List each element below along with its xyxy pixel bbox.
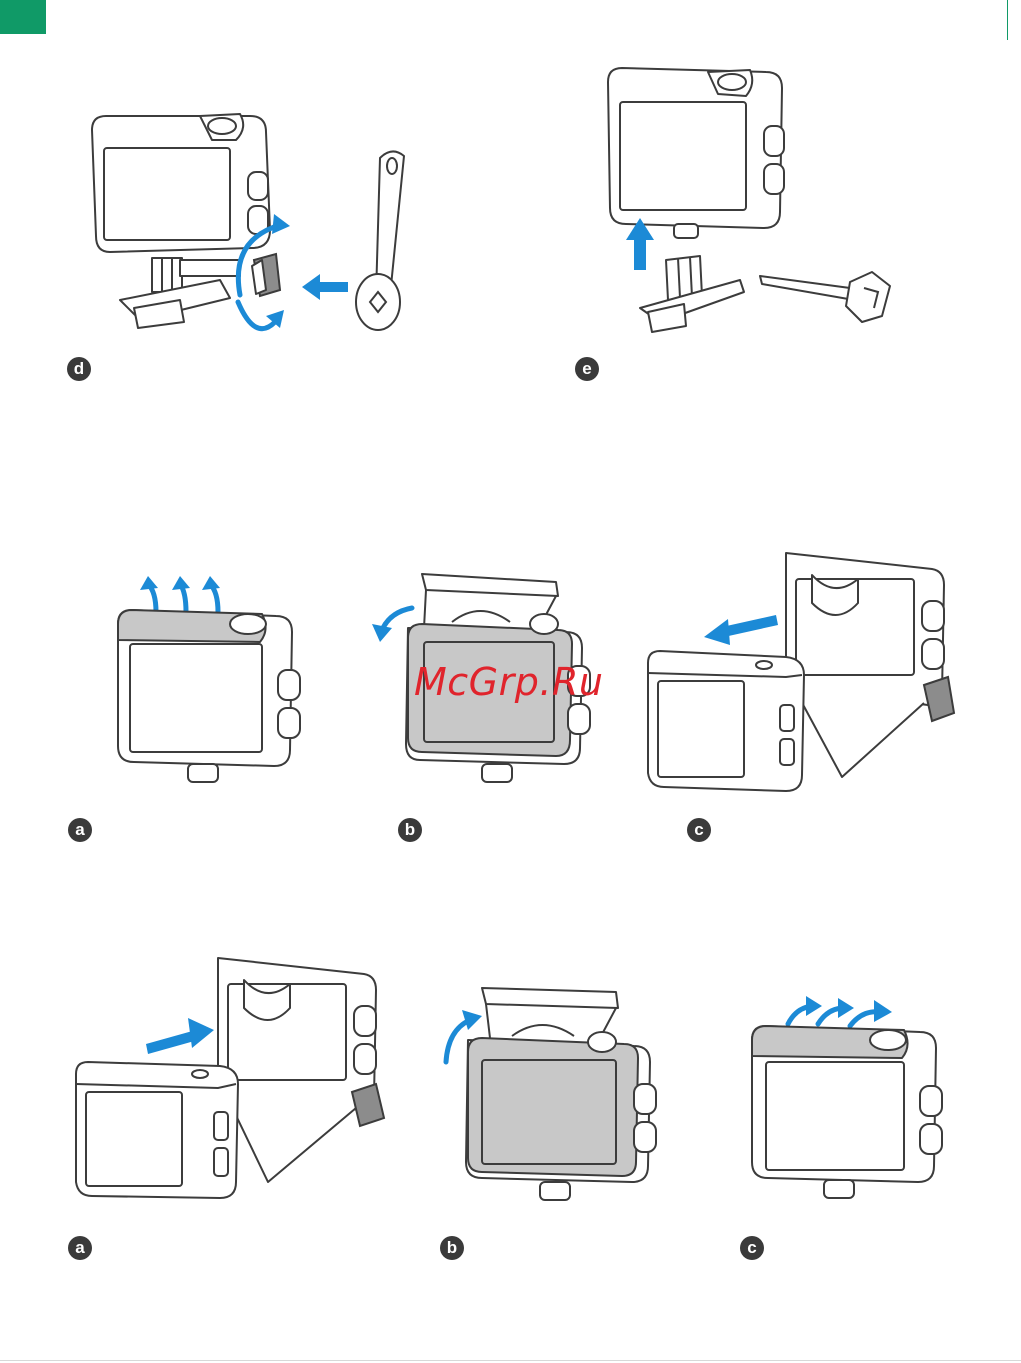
curved-arrow-icon <box>788 996 892 1026</box>
step-label-d: d <box>67 357 91 381</box>
screw-tool <box>760 272 890 322</box>
figure-close-c-latch <box>740 990 960 1210</box>
step-label-bot-a: a <box>68 1236 92 1260</box>
chapter-tab <box>0 0 46 34</box>
figure-d-remove-knob <box>80 110 440 345</box>
figure-close-a-insert-camera <box>68 950 398 1205</box>
figure-open-a-latch <box>100 570 320 790</box>
watermark: McGrp.Ru <box>414 660 603 704</box>
step-label-mid-c: c <box>687 818 711 842</box>
page-bottom-rule <box>0 1360 1021 1361</box>
wrench-tool <box>356 151 404 330</box>
curved-arrow-icon <box>372 608 412 642</box>
step-label-bot-b: b <box>440 1236 464 1260</box>
housing-body <box>118 610 300 782</box>
curved-arrow-icon <box>140 576 220 612</box>
figure-close-b-door <box>434 980 674 1210</box>
step-label-bot-c: c <box>740 1236 764 1260</box>
mount-buckle <box>120 258 240 328</box>
knob <box>252 254 280 296</box>
housing-body <box>92 114 270 252</box>
mount-buckle <box>640 256 744 332</box>
page-edge-line <box>1007 0 1008 40</box>
action-camera <box>76 1062 238 1198</box>
step-label-mid-a: a <box>68 818 92 842</box>
arrow-icon <box>704 615 778 645</box>
step-label-mid-b: b <box>398 818 422 842</box>
open-housing <box>786 553 954 777</box>
open-housing <box>218 958 384 1182</box>
step-label-e: e <box>575 357 599 381</box>
figure-e-attach-mount <box>600 60 900 340</box>
arrow-icon <box>626 218 654 270</box>
housing-body <box>466 988 656 1200</box>
figure-open-c-remove-camera <box>636 545 966 800</box>
housing-body <box>608 68 784 238</box>
housing-body <box>752 1026 942 1198</box>
arrow-icon <box>146 1018 214 1054</box>
action-camera <box>648 651 804 791</box>
arrow-icon <box>302 274 348 300</box>
